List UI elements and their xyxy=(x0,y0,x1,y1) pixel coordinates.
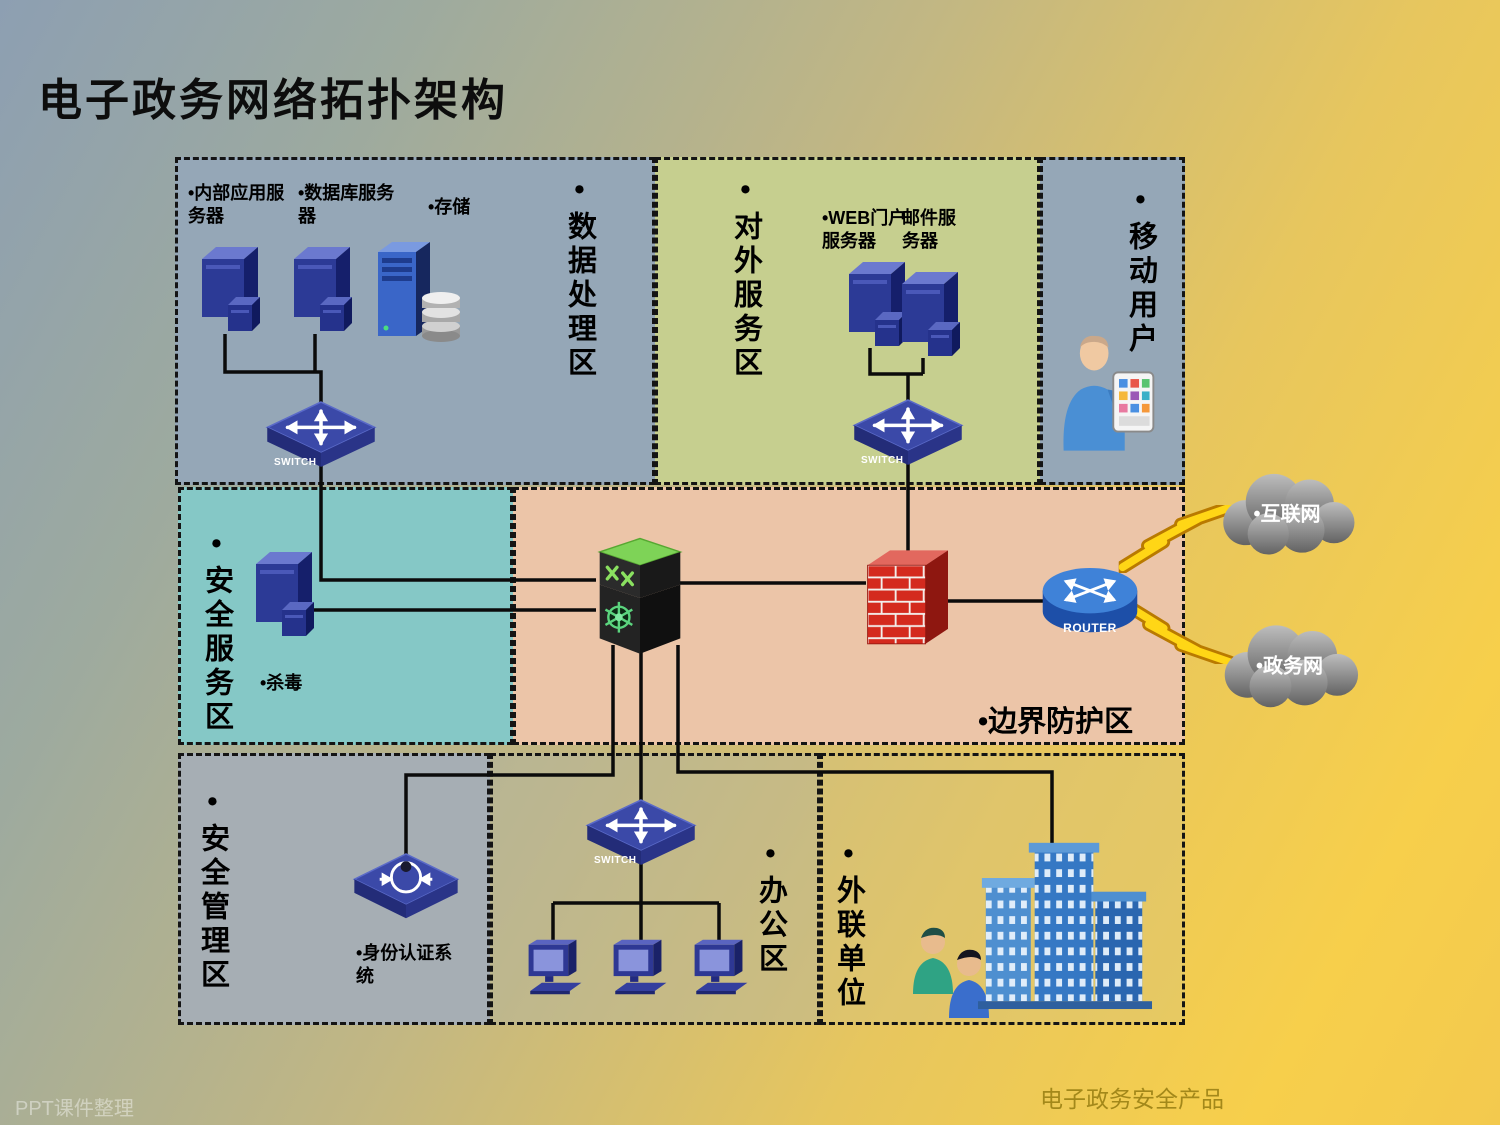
storage-icon xyxy=(372,238,464,350)
zone-security-service-label: •安全服务区 xyxy=(200,528,233,735)
office-computer-2-icon xyxy=(607,938,673,1001)
page-title: 电子政务网络拓扑架构 xyxy=(38,76,508,125)
watermark-text: PPT课件整理 xyxy=(15,1098,134,1120)
zone-data-processing-label: •数据处理区 xyxy=(563,174,596,381)
router-icon: ROUTER xyxy=(1038,562,1142,642)
zone-external-service: •对外服务区 xyxy=(655,157,1040,485)
antivirus-server-icon xyxy=(252,548,316,640)
firewall-icon xyxy=(862,546,948,650)
core-switch-icon xyxy=(592,536,688,662)
database-server-label: •数据库服务器 xyxy=(298,183,395,227)
router-label: ROUTER xyxy=(1063,621,1117,635)
database-server-icon xyxy=(290,243,354,335)
internal-app-server-label: •内部应用服务器 xyxy=(188,183,285,227)
zone-office: •办公区 xyxy=(490,753,820,1025)
zone-security-service: •安全服务区 xyxy=(178,487,513,745)
web-zone-switch-label: SWITCH xyxy=(861,455,904,466)
office-computer-3-icon xyxy=(688,938,754,1001)
office-computer-1-icon xyxy=(522,938,588,1001)
zone-security-management-label: •安全管理区 xyxy=(196,786,229,993)
data-zone-switch-label: SWITCH xyxy=(274,457,317,468)
mobile-user-icon xyxy=(1056,328,1161,453)
zone-mobile-users-label: •移动用户 xyxy=(1124,184,1157,357)
gov-network-cloud-label: •政务网 xyxy=(1255,655,1324,678)
footer-text: 电子政务安全产品 xyxy=(1040,1086,1224,1112)
zone-office-label: •办公区 xyxy=(754,838,787,977)
storage-label: •存储 xyxy=(428,197,471,217)
external-unit-buildings-icon xyxy=(972,835,1158,1011)
identity-auth-label: •身份认证系统 xyxy=(356,943,453,987)
data-zone-switch-icon: SWITCH xyxy=(265,400,377,473)
zone-external-service-label: •对外服务区 xyxy=(729,174,762,381)
gov-network-cloud-icon: •政务网 xyxy=(1212,612,1367,712)
zone-border-protection-label: •边界防护区 xyxy=(978,706,1134,738)
internet-cloud-icon: •互联网 xyxy=(1212,460,1362,560)
web-portal-server-label: •WEB门户服务器 xyxy=(822,208,907,252)
internal-app-server-icon xyxy=(198,243,262,335)
antivirus-label: •杀毒 xyxy=(260,673,303,693)
internet-cloud-label: •互联网 xyxy=(1253,503,1321,526)
zone-external-unit-label: •外联单位 xyxy=(832,838,865,1011)
identity-auth-icon xyxy=(352,852,460,928)
office-switch-icon: SWITCH xyxy=(585,798,697,871)
office-switch-label: SWITCH xyxy=(594,855,637,866)
mail-server-label: 邮件服务器 xyxy=(902,208,956,252)
external-unit-people-icon xyxy=(905,922,1000,1022)
web-zone-switch-icon: SWITCH xyxy=(852,398,964,471)
mail-server-icon xyxy=(898,268,962,360)
